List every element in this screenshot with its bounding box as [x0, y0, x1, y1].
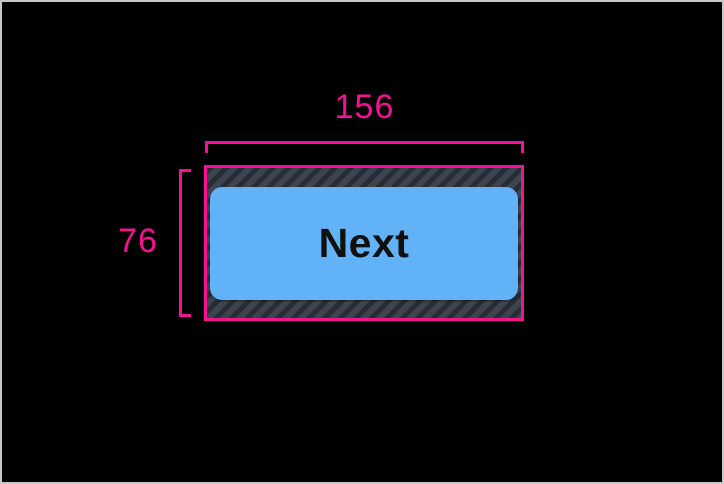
next-button-label: Next: [318, 220, 410, 266]
width-measurement-bracket: [205, 141, 524, 153]
next-button[interactable]: Next: [210, 187, 518, 300]
height-measurement-bracket: [179, 169, 191, 317]
touch-target-area: Next: [204, 165, 524, 321]
height-dimension-label: 76: [118, 222, 158, 260]
width-dimension-label: 156: [334, 88, 395, 126]
